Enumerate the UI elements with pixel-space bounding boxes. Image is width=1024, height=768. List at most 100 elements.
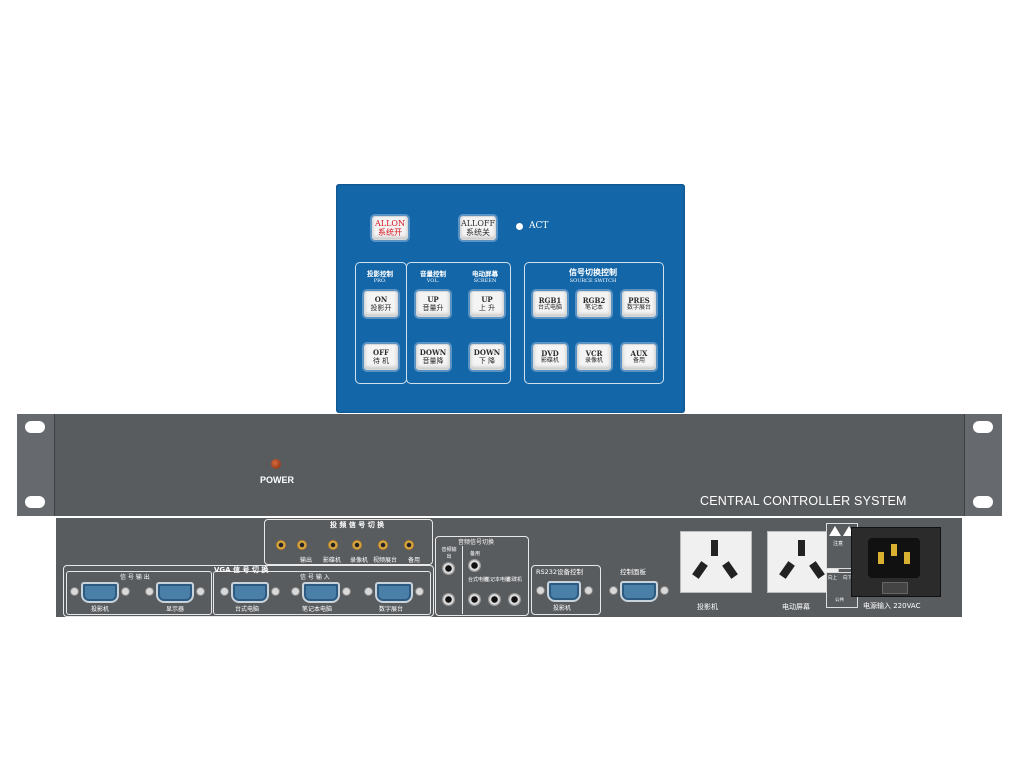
rs232-title: RS232设备控制	[536, 568, 584, 576]
source-title-cn: 信号切换控制	[569, 267, 617, 277]
inlet-pin	[904, 552, 910, 564]
signal-input-label: 信 号 输 入	[300, 574, 330, 581]
aux-label-cn: 备用	[632, 356, 645, 364]
screen-title-en: SCREEN	[473, 278, 497, 284]
vga-port-monitor[interactable]	[156, 582, 194, 603]
signal-output-label: 信 号 输 出	[120, 574, 150, 581]
mount-slot	[973, 421, 993, 433]
screen-group-title: 电动屏幕 SCREEN	[462, 268, 508, 284]
rca-jack-icon[interactable]	[297, 540, 307, 550]
vga-port-presenter[interactable]	[375, 582, 413, 603]
audio-jack-icon[interactable]	[508, 593, 521, 606]
inlet-pin	[878, 552, 884, 564]
source-dvd-button[interactable]: DVD 影碟机	[533, 344, 567, 370]
vga-switch-title: VGA 信 号 切 换	[214, 566, 269, 574]
source-aux-button[interactable]: AUX 备用	[622, 344, 656, 370]
rca-jack-icon[interactable]	[378, 540, 388, 550]
power-inlet[interactable]	[851, 527, 941, 597]
volume-screen-group-box	[406, 262, 511, 384]
volume-down-button[interactable]: DOWN 音量降	[416, 344, 450, 370]
video-spare-label: 备用	[408, 557, 421, 564]
control-panel-port[interactable]	[620, 581, 658, 602]
source-vcr-button[interactable]: VCR 录像机	[577, 344, 611, 370]
mount-slot	[973, 496, 993, 508]
source-switch-group-box	[524, 262, 664, 384]
warning-triangle-icon	[829, 526, 841, 536]
source-rgb2-button[interactable]: RGB2 笔记本	[577, 291, 611, 317]
rs232-port[interactable]	[547, 581, 581, 602]
rca-jack-icon[interactable]	[352, 540, 362, 550]
source-title-en: SOURCE SWITCH	[569, 278, 617, 284]
brand-label: CENTRAL CONTROLLER SYSTEM	[700, 494, 907, 508]
projector-off-button[interactable]: OFF 待 机	[364, 344, 398, 370]
vga-input-subbox	[213, 571, 431, 615]
rs232-projector-label: 投影机	[553, 605, 572, 612]
rca-jack-icon[interactable]	[276, 540, 286, 550]
power-input-label: 电源输入 220VAC	[863, 602, 921, 610]
control-panel-port-label: 控制面板	[620, 568, 646, 576]
audio-jack-icon[interactable]	[468, 593, 481, 606]
power-led-icon	[271, 459, 281, 469]
screw-icon	[271, 587, 280, 596]
rca-jack-icon[interactable]	[404, 540, 414, 550]
screen-up-button[interactable]: UP 上 升	[470, 291, 504, 317]
video-switch-title: 投 频 信 号 切 换	[330, 521, 385, 529]
vol-down-label-en: DOWN	[419, 347, 447, 357]
audio-jack-icon[interactable]	[468, 559, 481, 572]
projector-power-outlet[interactable]	[680, 531, 752, 593]
screw-icon	[415, 587, 424, 596]
mount-slot	[25, 496, 45, 508]
source-rgb1-button[interactable]: RGB1 台式电脑	[533, 291, 567, 317]
power-label: POWER	[260, 475, 295, 485]
iec-socket-icon	[868, 538, 920, 578]
vga-desktop-label: 台式电脑	[235, 606, 260, 613]
vga-laptop-label: 笔记本电脑	[302, 606, 333, 613]
audio-spare-label: 备用	[470, 551, 481, 557]
vcr-label-en: VCR	[585, 348, 603, 358]
inlet-pin	[891, 544, 897, 556]
video-presenter-label: 视频展台	[373, 557, 398, 564]
vga-port-projector[interactable]	[81, 582, 119, 603]
screw-icon	[536, 586, 545, 595]
rca-jack-icon[interactable]	[328, 540, 338, 550]
screw-icon	[70, 587, 79, 596]
outlet-pin	[722, 561, 738, 579]
audio-jack-icon[interactable]	[442, 562, 455, 575]
audio-jack-icon[interactable]	[442, 593, 455, 606]
vga-monitor-label: 显示器	[166, 606, 185, 613]
screen-down-button[interactable]: DOWN 下 降	[470, 344, 504, 370]
rgb2-label-cn: 笔记本	[584, 303, 603, 311]
volume-title-en: VOL.	[426, 278, 440, 284]
warning-triangle-icon	[843, 526, 855, 536]
video-out-label: 输出	[300, 557, 313, 564]
volume-up-button[interactable]: UP 音量升	[416, 291, 450, 317]
audio-laptop-label: 笔记本电脑	[485, 577, 511, 583]
vga-port-laptop[interactable]	[302, 582, 340, 603]
rack-ear-left	[17, 414, 55, 516]
audio-jack-icon[interactable]	[488, 593, 501, 606]
fuse-holder[interactable]	[882, 582, 908, 594]
screw-icon	[342, 587, 351, 596]
screen-down-label: 向下	[843, 576, 852, 581]
scr-down-label-en: DOWN	[473, 347, 501, 357]
audio-switch-box	[435, 536, 529, 616]
screw-icon	[609, 586, 618, 595]
projector-title-cn: 投影控制	[367, 270, 393, 278]
alloff-button[interactable]: ALLOFF 系统关	[460, 216, 496, 240]
screw-icon	[196, 587, 205, 596]
allon-button[interactable]: ALLON 系统开	[372, 216, 408, 240]
scr-up-label-en: UP	[481, 294, 493, 304]
audio-switch-title: 音频信号切换	[458, 539, 495, 546]
rgb2-label-en: RGB2	[582, 295, 606, 305]
vga-switch-box	[63, 565, 434, 617]
projector-on-button[interactable]: ON 投影开	[364, 291, 398, 317]
vga-port-desktop[interactable]	[231, 582, 269, 603]
act-indicator-led	[516, 223, 523, 230]
audio-pc-label: 台式电脑	[468, 577, 489, 583]
audio-divider	[462, 546, 463, 614]
on-label-en: ON	[374, 294, 388, 304]
vcr-label-cn: 录像机	[584, 356, 603, 364]
act-label: ACT	[529, 221, 549, 231]
source-pres-button[interactable]: PRES 数字展台	[622, 291, 656, 317]
video-switch-box	[264, 519, 433, 565]
